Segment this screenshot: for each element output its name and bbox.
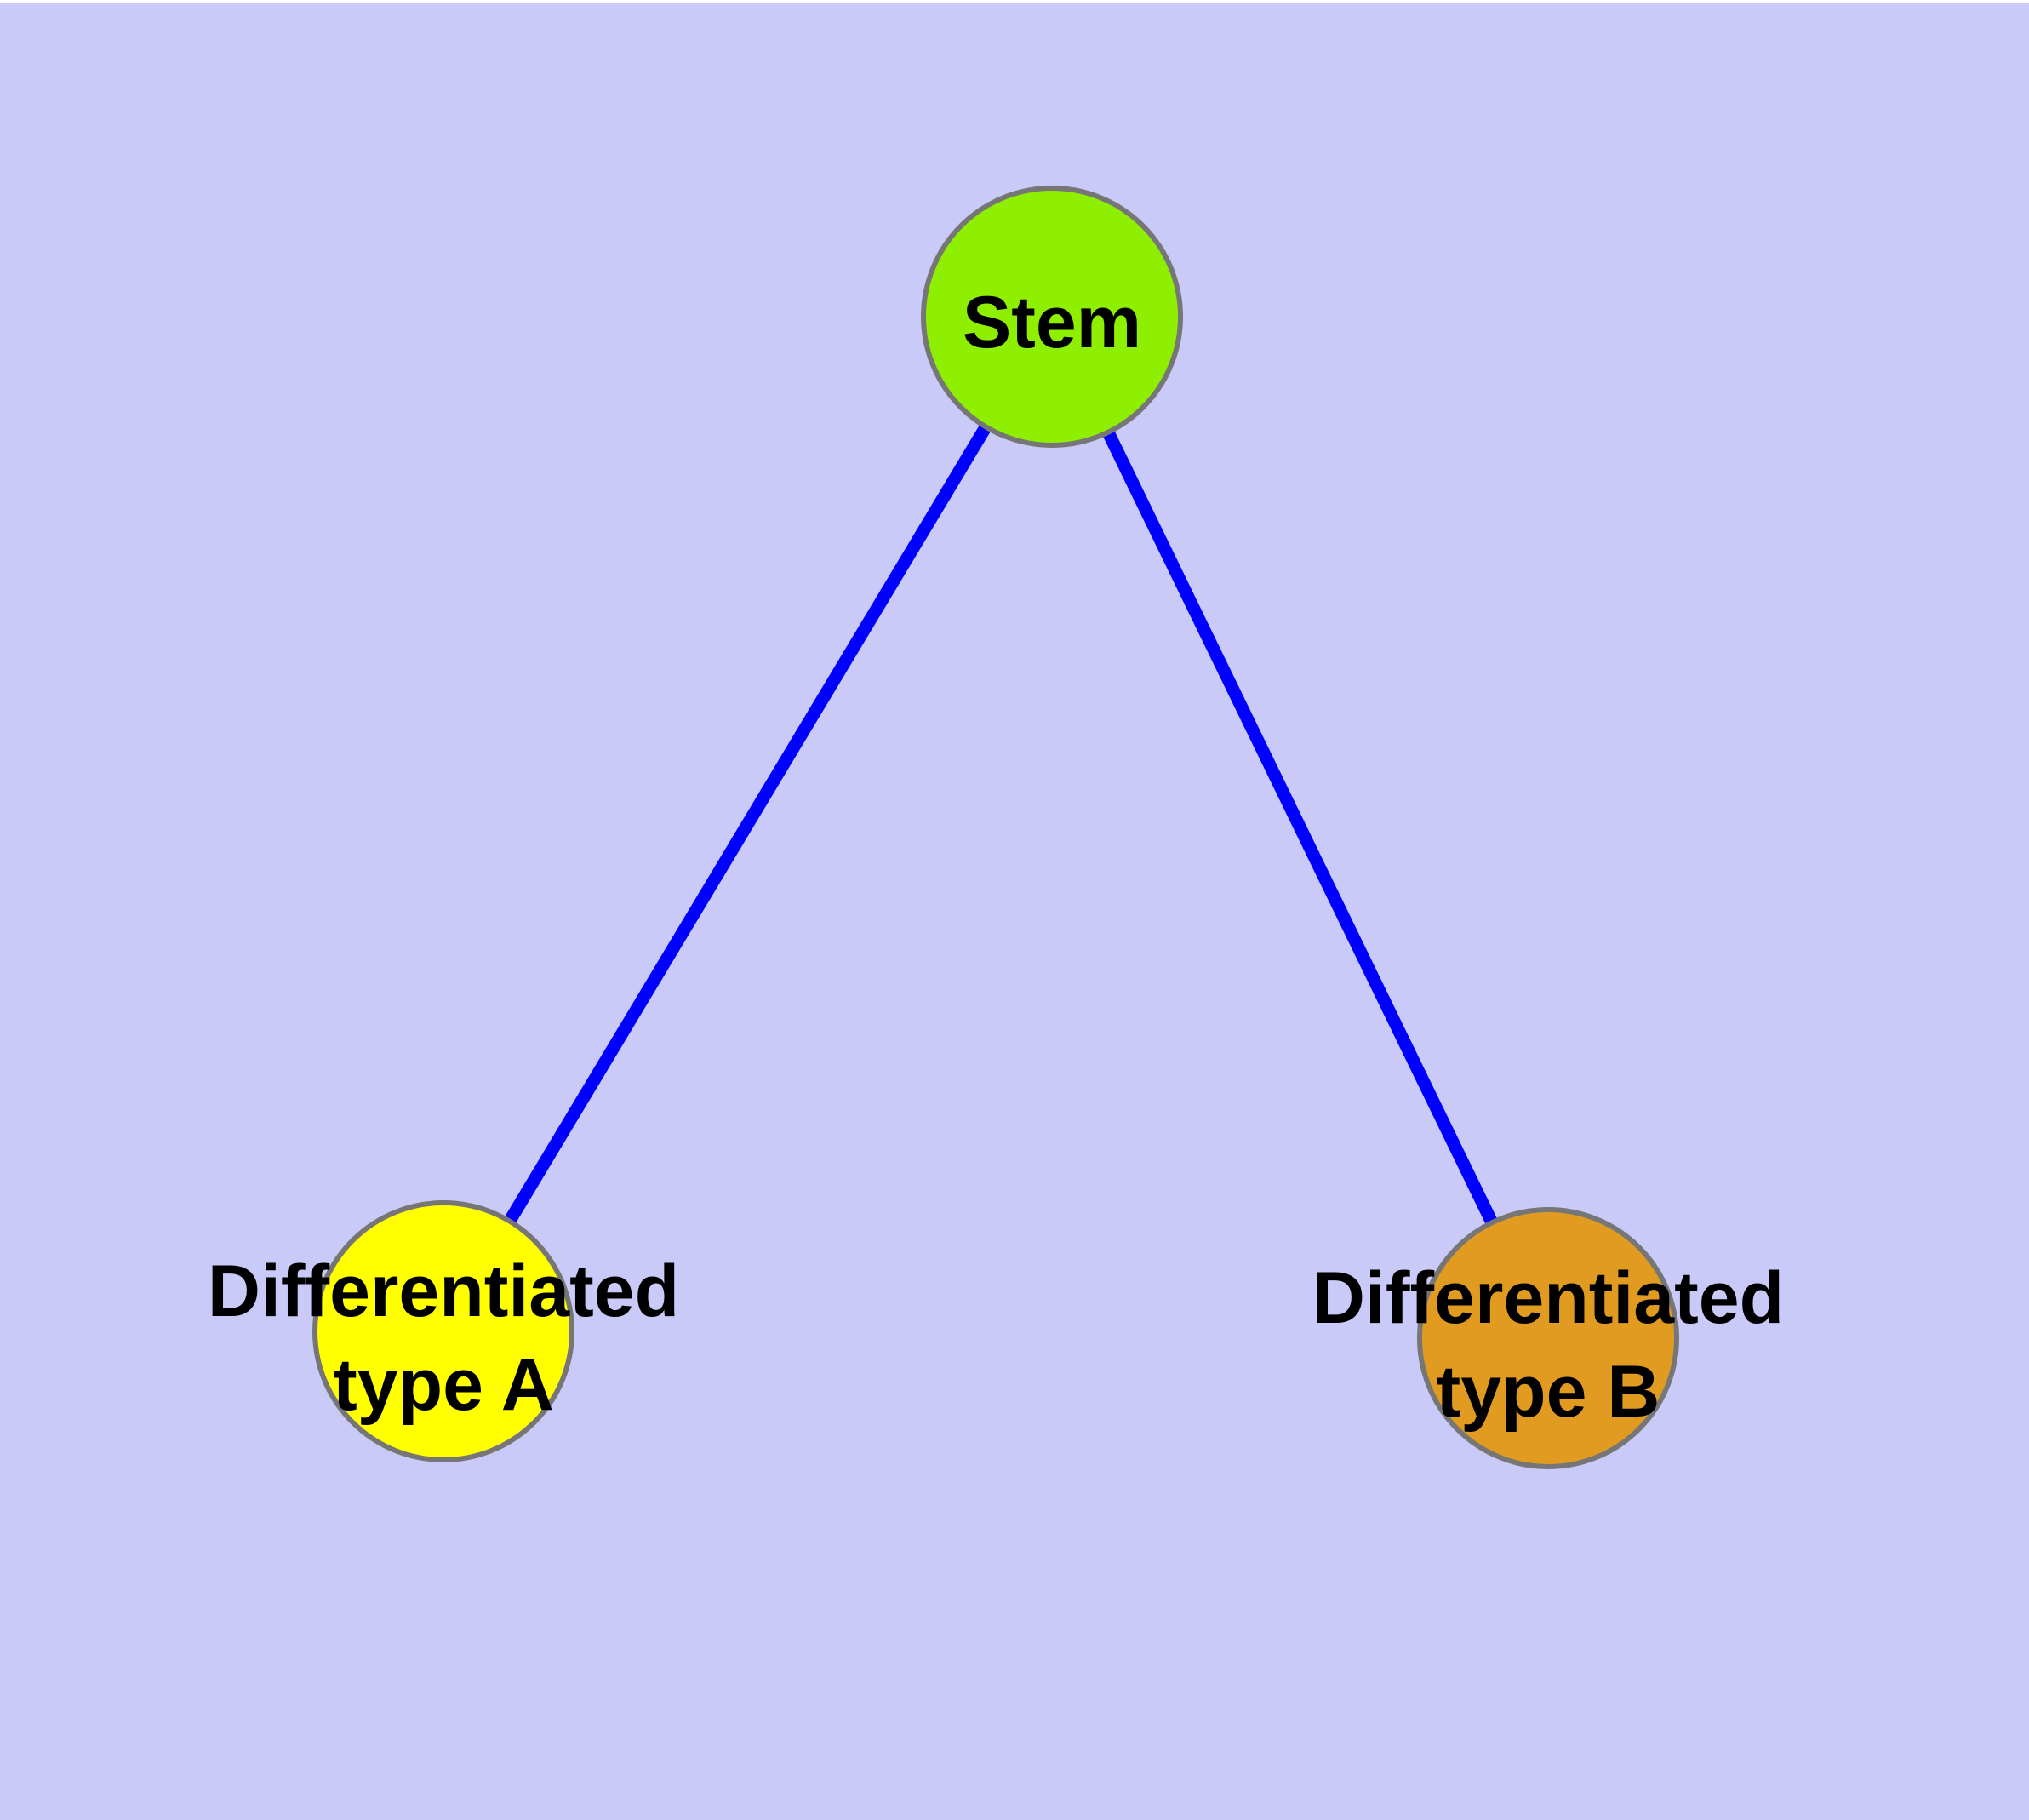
edge-stem-to-type-b	[1046, 313, 1554, 1342]
node-stem: Stem	[921, 186, 1183, 448]
node-stem-circle	[921, 186, 1183, 448]
node-differentiated-type-b: Differentiated type B	[1312, 1207, 1784, 1469]
node-differentiated-type-a: Differentiated type A	[208, 1200, 679, 1462]
node-type-a-circle	[312, 1200, 574, 1462]
node-type-b-label-line1: Differentiated	[1312, 1257, 1784, 1339]
node-type-a-label-line1: Differentiated	[208, 1251, 679, 1332]
node-stem-label: Stem	[963, 282, 1141, 363]
edge-stem-to-type-a	[437, 313, 1058, 1335]
node-type-b-circle	[1417, 1207, 1679, 1469]
node-type-b-label-line2: type B	[1437, 1351, 1660, 1433]
node-type-a-label-line2: type A	[333, 1344, 554, 1426]
